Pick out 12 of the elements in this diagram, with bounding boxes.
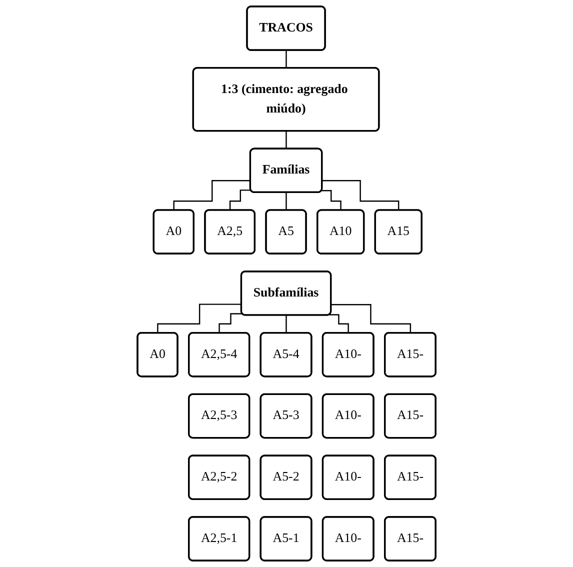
connector <box>286 50 287 69</box>
connector <box>286 192 287 211</box>
connector <box>329 314 350 334</box>
connector <box>157 304 242 334</box>
connector <box>322 190 342 211</box>
connector <box>218 313 242 334</box>
connector <box>229 190 251 211</box>
connector <box>173 180 251 211</box>
connector <box>286 314 287 334</box>
connector <box>322 180 400 211</box>
connector <box>286 130 287 150</box>
connector <box>331 304 412 334</box>
